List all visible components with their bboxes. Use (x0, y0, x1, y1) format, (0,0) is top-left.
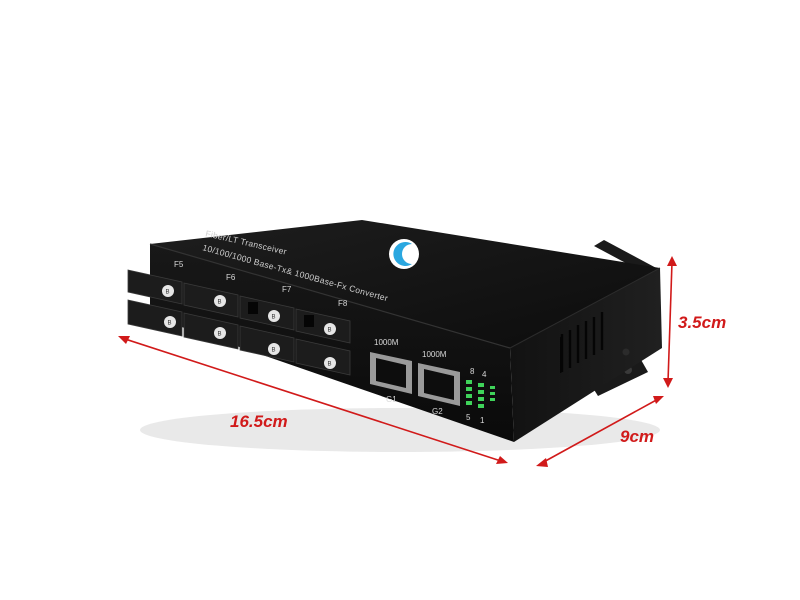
rj45-port-g2[interactable] (418, 363, 460, 406)
rj45-speed-g1: 1000M (374, 338, 399, 347)
fiber-port-lower-3[interactable]: B (239, 325, 295, 363)
port-letter: B (328, 328, 332, 334)
led-indicator-panel: 8 4 5 1 (466, 367, 495, 425)
fiber-port-lower-1[interactable]: B (127, 299, 183, 337)
led-label-5: 5 (466, 413, 471, 422)
led-label-8: 8 (470, 367, 475, 376)
vent-slots (560, 312, 604, 372)
fiber-port-upper-4[interactable]: B (295, 308, 351, 344)
led (478, 390, 484, 394)
led (466, 387, 472, 391)
rj45-port-g1[interactable] (370, 352, 412, 394)
edge-highlight (149, 243, 511, 349)
led (466, 380, 472, 384)
ground-shadow (140, 408, 660, 452)
fiber-label-f6: F6 (226, 273, 236, 282)
rj45-name-g2: G2 (432, 407, 443, 416)
fiber-label-f8: F8 (338, 299, 348, 308)
led (466, 401, 472, 405)
edge-highlight (509, 267, 661, 349)
dimension-height-label: 3.5cm (678, 313, 726, 332)
fiber-label-f5: F5 (174, 260, 184, 269)
port-letter: B (218, 332, 222, 338)
dimension-length-label: 16.5cm (230, 412, 288, 431)
led (490, 392, 495, 395)
dimension-depth (536, 396, 664, 467)
port-letter: B (272, 315, 276, 321)
led (478, 397, 484, 401)
port-letter: B (218, 300, 222, 306)
led-label-1: 1 (480, 416, 485, 425)
led (466, 394, 472, 398)
port-letter: B (168, 321, 172, 327)
fiber-port-lower-4[interactable]: B (295, 338, 351, 376)
mounting-ear-right (588, 358, 648, 396)
port-letter: B (166, 290, 170, 296)
led-label-4: 4 (482, 370, 487, 379)
fiber-port-upper-1[interactable]: B (127, 269, 183, 305)
led (478, 404, 484, 408)
rj45-speed-g2: 1000M (422, 350, 447, 359)
brand-logo (389, 239, 419, 269)
fiber-label-f7: F7 (282, 285, 292, 294)
dimension-height (663, 256, 677, 388)
fiber-port-lower-2[interactable]: B (183, 312, 239, 350)
fiber-port-upper-3[interactable]: B (239, 295, 295, 331)
fiber-port-upper-2[interactable]: B (183, 282, 239, 318)
port-letter: B (328, 362, 332, 368)
chassis-top (150, 220, 660, 348)
port-letter: B (272, 348, 276, 354)
rj45-name-g1: G1 (386, 395, 397, 404)
dimension-length (118, 336, 508, 464)
led (490, 398, 495, 401)
side-screw (622, 348, 630, 356)
led (478, 383, 484, 387)
led (490, 386, 495, 389)
dimension-depth-label: 9cm (620, 427, 654, 446)
